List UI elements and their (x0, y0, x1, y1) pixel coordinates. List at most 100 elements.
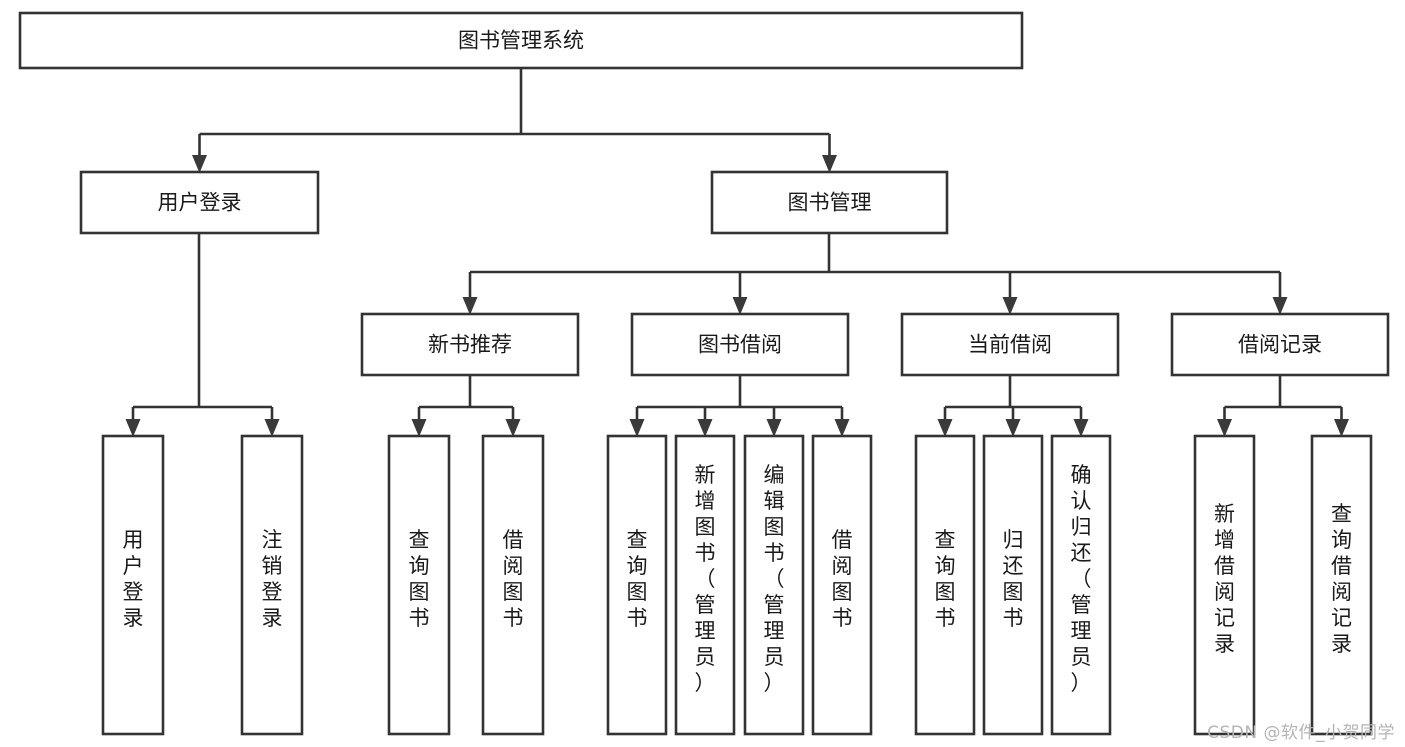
node-box[interactable] (914, 434, 976, 736)
node-l_bb_edit[interactable]: 编辑图书（管理员） (743, 434, 805, 736)
node-box[interactable] (1310, 434, 1373, 736)
connector-layer (125, 68, 1349, 437)
node-box[interactable] (1050, 434, 1112, 736)
node-label-char: 录 (1214, 632, 1235, 656)
node-box[interactable] (387, 434, 451, 736)
node-label: 借阅图书 (503, 528, 524, 630)
node-label-char: 归 (1071, 515, 1092, 539)
node-label: 查询图书 (409, 528, 430, 630)
node-label-char: 书 (935, 606, 956, 630)
node-label-char: 阅 (1331, 580, 1352, 604)
node-label-char: 书 (627, 606, 648, 630)
node-label: 用户登录 (123, 528, 144, 630)
node-label: 新增借阅记录 (1214, 502, 1235, 656)
node-box[interactable] (101, 434, 165, 736)
node-box[interactable] (240, 434, 304, 736)
node-label-char: 书 (832, 606, 853, 630)
node-root[interactable]: 图书管理系统 (18, 11, 1024, 70)
arrow-head-icon (732, 297, 748, 315)
node-label-char: （ (1071, 567, 1092, 591)
node-box[interactable] (360, 312, 580, 377)
node-label-char: 登 (262, 580, 283, 604)
node-label-char: 注 (262, 528, 283, 552)
node-l_cb_return[interactable]: 归还图书 (982, 434, 1044, 736)
node-box[interactable] (982, 434, 1044, 736)
node-label-char: 借 (503, 528, 524, 552)
node-label-char: 增 (695, 489, 716, 513)
arrow-head-icon (822, 155, 837, 173)
node-label-char: 借 (832, 528, 853, 552)
arrow-head-icon (1334, 419, 1349, 437)
node-l_cb_query[interactable]: 查询图书 (914, 434, 976, 736)
node-label-char: 查 (627, 528, 648, 552)
node-label-char: 图 (503, 580, 524, 604)
node-l_bb_query[interactable]: 查询图书 (606, 434, 668, 736)
node-label-char: 书 (695, 541, 716, 565)
node-label-char: 查 (409, 528, 430, 552)
node-label: 归还图书 (1003, 528, 1024, 630)
node-l_rr_add[interactable]: 新增借阅记录 (1193, 434, 1256, 736)
node-l_user_login[interactable]: 用户登录 (101, 434, 165, 736)
node-box[interactable] (1170, 312, 1390, 377)
node-label-char: 图 (627, 580, 648, 604)
node-box[interactable] (674, 434, 736, 736)
node-n_borrow[interactable]: 图书借阅 (630, 312, 850, 377)
arrow-head-icon (462, 297, 478, 315)
node-label-char: 户 (123, 554, 144, 578)
node-box[interactable] (630, 312, 850, 377)
arrow-head-icon (411, 419, 427, 437)
node-box[interactable] (710, 170, 949, 235)
node-box[interactable] (606, 434, 668, 736)
node-label-char: 查 (1331, 502, 1352, 526)
node-label: 查询图书 (627, 528, 648, 630)
node-l_nr_query[interactable]: 查询图书 (387, 434, 451, 736)
node-label-char: 图 (935, 580, 956, 604)
node-n_user_login[interactable]: 用户登录 (79, 170, 320, 235)
node-l_user_logout[interactable]: 注销登录 (240, 434, 304, 736)
node-label: 新书推荐 (428, 333, 512, 357)
node-n_record[interactable]: 借阅记录 (1170, 312, 1390, 377)
node-label-char: 管 (695, 593, 716, 617)
node-label-char: 理 (1071, 619, 1092, 643)
node-l_bb_add[interactable]: 新增图书（管理员） (674, 434, 736, 736)
node-n_book_manage[interactable]: 图书管理 (710, 170, 949, 235)
node-label-char: 阅 (1214, 580, 1235, 604)
node-l_cb_confirm[interactable]: 确认归还（管理员） (1050, 434, 1112, 736)
node-label-char: 阅 (832, 554, 853, 578)
node-l_nr_borrow[interactable]: 借阅图书 (481, 434, 545, 736)
node-label-char: 确 (1071, 463, 1092, 487)
node-label-char: 询 (1331, 528, 1352, 552)
node-n_new_rec[interactable]: 新书推荐 (360, 312, 580, 377)
node-n_current[interactable]: 当前借阅 (900, 312, 1120, 377)
arrow-head-icon (192, 155, 207, 173)
node-box[interactable] (481, 434, 545, 736)
node-label-char: ） (1071, 671, 1092, 695)
node-label-char: 员 (764, 645, 785, 669)
node-box[interactable] (79, 170, 320, 235)
node-box[interactable] (1193, 434, 1256, 736)
node-l_bb_lend[interactable]: 借阅图书 (811, 434, 873, 736)
node-box[interactable] (18, 11, 1024, 70)
node-box[interactable] (811, 434, 873, 736)
node-label-char: 图 (1003, 580, 1024, 604)
node-label-char: 询 (627, 554, 648, 578)
node-label: 当前借阅 (968, 333, 1052, 357)
node-label-char: 登 (123, 580, 144, 604)
node-box[interactable] (743, 434, 805, 736)
arrow-head-icon (264, 419, 280, 437)
node-label: 借阅图书 (832, 528, 853, 630)
node-label: 新增图书（管理员） (695, 463, 716, 695)
node-label-char: 新 (695, 463, 716, 487)
node-label-char: 录 (123, 606, 144, 630)
connector-group-n_book_manage (462, 233, 1288, 315)
node-label-char: 辑 (764, 489, 785, 513)
connector-group-root (192, 68, 837, 173)
node-label-char: （ (764, 567, 785, 591)
node-l_rr_query[interactable]: 查询借阅记录 (1310, 434, 1373, 736)
node-label-char: 录 (1331, 632, 1352, 656)
node-label-char: 记 (1214, 606, 1235, 630)
arrow-head-icon (1002, 297, 1018, 315)
node-box[interactable] (900, 312, 1120, 377)
